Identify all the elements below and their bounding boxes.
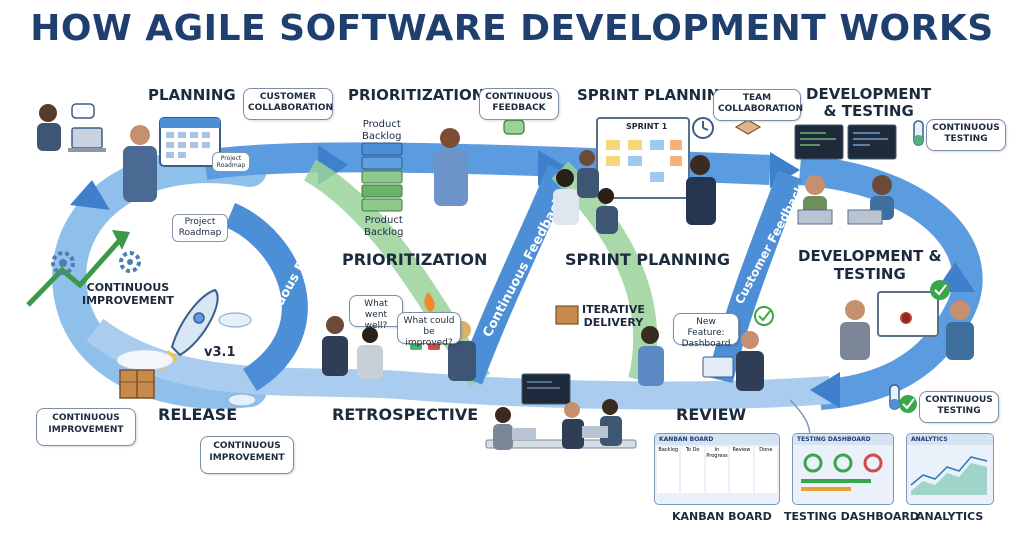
trend-arrow xyxy=(26,238,122,307)
customer-person xyxy=(37,104,61,151)
calendar-icon xyxy=(159,117,221,167)
kanban-column: Review xyxy=(730,447,753,493)
analytics-header: ANALYTICS xyxy=(907,434,993,445)
bubble-continuous-testing-top: CONTINUOUS TESTING xyxy=(926,119,1006,151)
stage-label-development-testing-top: DEVELOPMENT & TESTING xyxy=(806,85,932,120)
test-tube-icon xyxy=(889,384,900,410)
chat-icon xyxy=(503,119,525,135)
stage-label-sprint-planning-top: SPRINT PLANNING xyxy=(577,86,732,104)
prioritization-person xyxy=(434,128,468,206)
handshake-icon xyxy=(734,119,762,135)
testing-dashboard-panel: TESTING DASHBOARD xyxy=(792,433,894,505)
checkmark-icon xyxy=(754,306,774,326)
stage-label-prioritization-top: PRIORITIZATION xyxy=(348,86,485,104)
chat-icon xyxy=(71,103,95,119)
stage-label-retrospective: RETROSPECTIVE xyxy=(332,405,479,424)
left-loop-band xyxy=(52,149,267,409)
bubble-what-went-well: What went well? xyxy=(349,295,403,331)
label-iterative-delivery: ITERATIVE DELIVERY xyxy=(582,303,645,329)
fire-icon xyxy=(424,292,435,312)
note-project-roadmap-small: Project Roadmap xyxy=(212,152,250,172)
bottom-flow-band xyxy=(86,318,832,410)
left-up-arrowhead xyxy=(70,180,110,210)
stage-label-review: REVIEW xyxy=(676,405,747,424)
testing-dashboard-header: TESTING DASHBOARD xyxy=(793,434,893,445)
review-team xyxy=(638,326,764,391)
testing-gauges xyxy=(801,453,883,491)
team-desk-scene xyxy=(485,373,637,450)
checkmark-icon xyxy=(899,395,917,413)
bubble-customer-collaboration: CUSTOMER COLLABORATION xyxy=(243,88,333,120)
cloud-icon xyxy=(227,393,257,407)
kanban-board-label: KANBAN BOARD xyxy=(672,510,772,523)
kanban-board-header: KANBAN BOARD xyxy=(655,434,779,445)
note-project-roadmap: Project Roadmap xyxy=(172,214,228,242)
bubble-new-feature: New Feature: Dashboard xyxy=(673,313,739,349)
cross-band-5 xyxy=(707,170,803,384)
server-stack-icon xyxy=(361,142,403,212)
stage-label-release: RELEASE xyxy=(158,405,238,424)
box-continuous-improvement-1: CONTINUOUS IMPROVEMENT xyxy=(36,408,136,446)
monitor-icon xyxy=(794,124,844,160)
bubble-what-could-be-improved: What could be improved? xyxy=(397,312,461,348)
box-continuous-improvement-2: CONTINUOUS IMPROVEMENT xyxy=(200,436,294,474)
cross-band-1 xyxy=(224,203,308,392)
label-product-backlog-bottom: Product Backlog xyxy=(364,215,404,238)
package-icon xyxy=(555,305,579,325)
tester-people xyxy=(840,300,974,360)
test-tube-icon xyxy=(913,120,924,146)
cross-band-3 xyxy=(457,165,573,385)
page-title: HOW AGILE SOFTWARE DEVELOPMENT WORKS xyxy=(30,8,994,49)
developer-team xyxy=(797,175,894,225)
bubble-continuous-testing-bottom: CONTINUOUS TESTING xyxy=(919,391,999,423)
planning-presenter xyxy=(123,125,157,202)
analytics-label: ANALYTICS xyxy=(916,510,984,523)
kanban-column: To Do xyxy=(681,447,704,493)
planning-team xyxy=(553,150,716,234)
trend-arrowhead xyxy=(112,230,130,250)
cloud-icon xyxy=(218,312,252,328)
cloud-icon xyxy=(116,349,174,371)
clock-icon xyxy=(692,117,714,139)
kanban-column: Done xyxy=(754,447,778,493)
kanban-column: In Progress xyxy=(705,447,729,493)
bug-icon xyxy=(902,313,910,323)
label-product-backlog-top: Product Backlog xyxy=(362,119,402,142)
bubble-team-collaboration: TEAM COLLABORATION xyxy=(713,89,803,121)
sprint-board xyxy=(596,117,690,199)
laptop-icon xyxy=(68,127,106,152)
analytics-chart xyxy=(910,456,988,495)
kanban-columns: Backlog To Do In Progress Review Done xyxy=(655,445,779,495)
testing-dashboard-label: TESTING DASHBOARD xyxy=(784,510,919,523)
bubble-continuous-feedback: CONTINUOUS FEEDBACK xyxy=(479,88,559,120)
gear-icon xyxy=(51,251,75,275)
stage-label-development-testing-mid: DEVELOPMENT & TESTING xyxy=(798,247,942,283)
analytics-panel: ANALYTICS xyxy=(906,433,994,505)
label-sprint-board: SPRINT 1 xyxy=(626,122,668,131)
bottom-flow-arrowhead xyxy=(810,372,840,408)
label-version: v3.1 xyxy=(204,345,236,360)
kanban-column: Backlog xyxy=(657,447,680,493)
label-continuous-improvement-left: CONTINUOUS IMPROVEMENT xyxy=(82,281,174,307)
stage-label-sprint-planning-mid: SPRINT PLANNING xyxy=(565,250,730,269)
right-loop-band xyxy=(798,155,983,410)
package-icon xyxy=(119,369,155,399)
stage-label-planning: PLANNING xyxy=(148,86,236,104)
monitor-icon xyxy=(847,124,897,160)
gear-icon xyxy=(119,251,141,273)
stage-label-prioritization-mid: PRIORITIZATION xyxy=(342,250,488,269)
kanban-board-panel: KANBAN BOARD Backlog To Do In Progress R… xyxy=(654,433,780,505)
